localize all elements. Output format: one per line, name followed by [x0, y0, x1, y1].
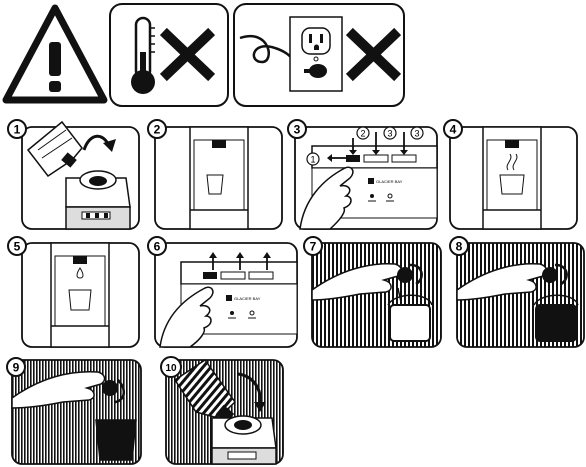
brand-logo-icon	[226, 295, 232, 301]
hot-button	[364, 155, 388, 162]
step-badge-8: 8	[450, 237, 468, 255]
brand-logo-icon	[368, 178, 374, 184]
full-bucket-icon	[96, 420, 136, 460]
step-badge-3: 3	[288, 120, 306, 138]
full-bucket-icon	[536, 305, 576, 341]
svg-text:10: 10	[165, 363, 177, 374]
step-4-panel	[450, 127, 577, 229]
safety-lock-button	[346, 155, 360, 162]
cup-icon	[69, 290, 91, 310]
step-badge-1: 1	[8, 120, 26, 138]
step-badge-6: 6	[148, 237, 166, 255]
step-3-label-2: 2	[360, 129, 365, 139]
bucket-icon	[390, 305, 430, 341]
dispenser-top-icon	[212, 416, 276, 464]
step-3-label-3a: 3	[387, 129, 392, 139]
brand-text: GLACIER BAY	[234, 296, 261, 301]
svg-text:4: 4	[450, 123, 457, 137]
step-10-panel	[166, 360, 283, 464]
step-badge-10: 10	[161, 357, 181, 377]
step-badge-7: 7	[304, 237, 322, 255]
step-1-panel	[22, 122, 139, 229]
step-3-label-1: 1	[310, 155, 315, 165]
step-6-panel: GLACIER BAY	[155, 243, 297, 347]
step-5-panel	[22, 243, 139, 347]
svg-text:3: 3	[294, 123, 301, 137]
svg-text:9: 9	[13, 361, 20, 375]
svg-text:5: 5	[14, 240, 21, 254]
step-2-panel	[155, 127, 282, 229]
brand-text: GLACIER BAY	[376, 179, 403, 184]
wall-outlet-icon	[290, 17, 342, 91]
cup-icon	[207, 175, 223, 194]
svg-text:6: 6	[154, 240, 161, 254]
svg-text:8: 8	[456, 240, 463, 254]
step-3-label-3b: 3	[414, 129, 419, 139]
warning-triangle-icon	[6, 8, 104, 100]
svg-text:1: 1	[14, 123, 21, 137]
step-badge-9: 9	[7, 358, 25, 376]
step-badge-4: 4	[444, 120, 462, 138]
step-3-panel: 2 3 3 1 GLACIER BAY	[295, 127, 437, 229]
svg-text:7: 7	[310, 240, 317, 254]
step-7-panel	[312, 243, 441, 347]
cup-icon	[500, 175, 524, 194]
step-8-panel	[457, 243, 584, 347]
dispenser-top-icon	[66, 171, 130, 229]
step-badge-5: 5	[8, 237, 26, 255]
step-9-panel	[12, 360, 141, 464]
do-not-unplug-panel	[234, 4, 404, 106]
no-freezing-panel	[110, 4, 228, 106]
step-badge-2: 2	[148, 120, 166, 138]
cold-button	[392, 155, 416, 162]
svg-text:2: 2	[154, 123, 161, 137]
